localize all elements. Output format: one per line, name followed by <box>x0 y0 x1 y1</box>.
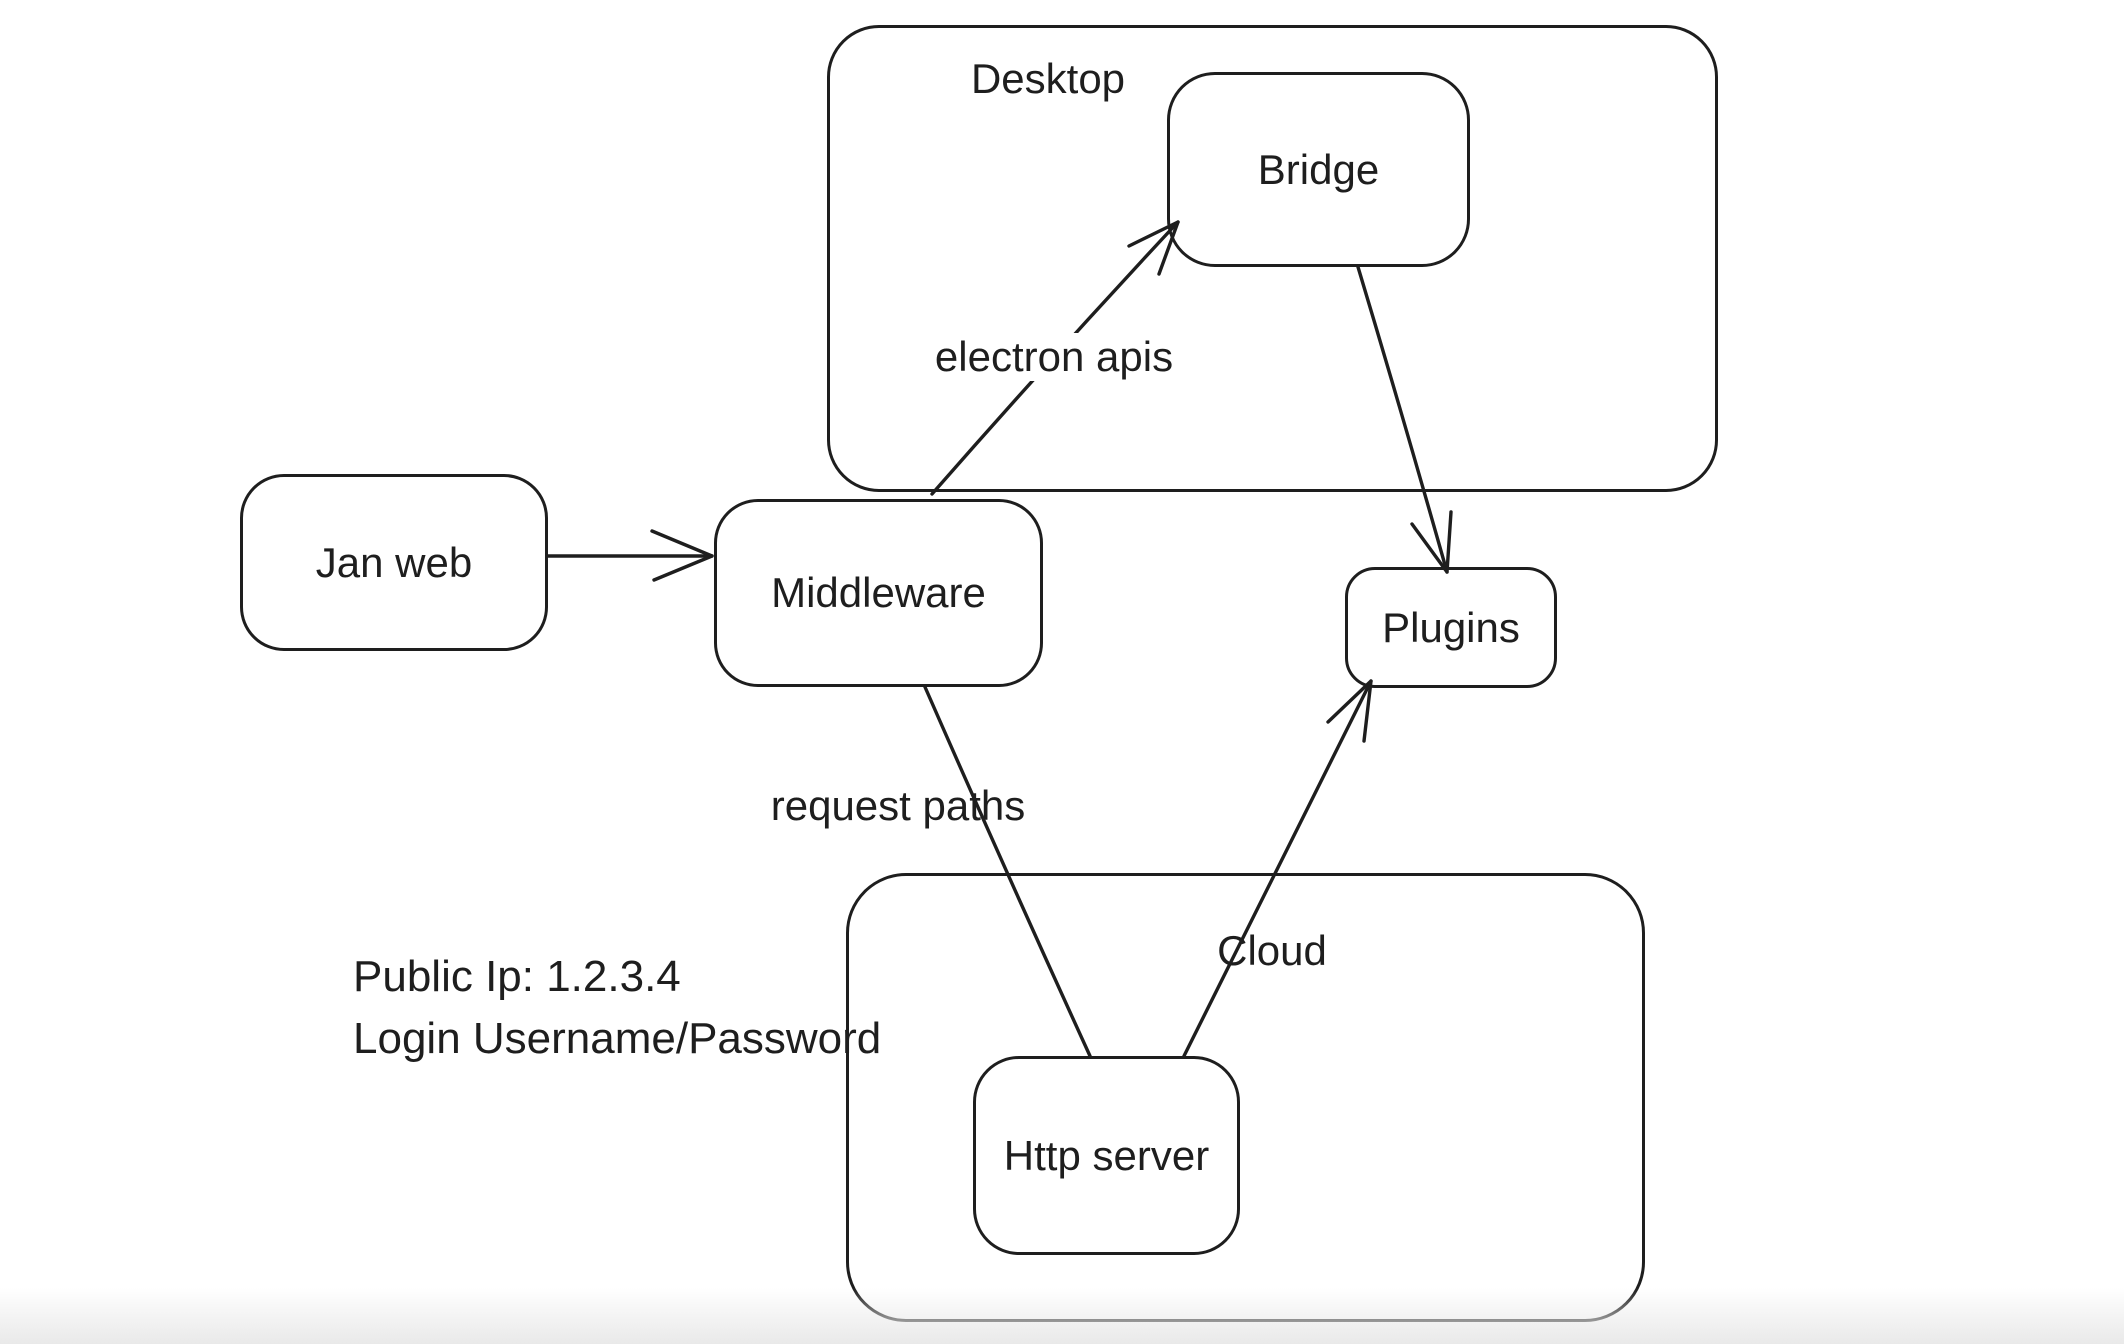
node-jan-web[interactable]: Jan web <box>240 474 548 651</box>
node-jan-web-label: Jan web <box>315 538 473 586</box>
node-bridge-label: Bridge <box>1257 145 1380 193</box>
arrow-jan-web-to-middleware[interactable] <box>546 529 714 582</box>
node-http-server[interactable]: Http server <box>973 1056 1240 1255</box>
edge-label-electron-apis[interactable]: electron apis <box>926 333 1182 381</box>
node-plugins[interactable]: Plugins <box>1345 567 1557 688</box>
edge-label-request-paths[interactable]: request paths <box>770 782 1026 829</box>
node-http-server-label: Http server <box>1003 1131 1210 1179</box>
frame-desktop-label[interactable]: Desktop <box>970 55 1126 102</box>
node-plugins-label: Plugins <box>1382 603 1520 651</box>
frame-desktop[interactable] <box>827 25 1718 492</box>
annotation-line-public-ip: Public Ip: 1.2.3.4 <box>353 952 681 1001</box>
node-middleware-label: Middleware <box>771 569 986 616</box>
node-bridge[interactable]: Bridge <box>1167 72 1470 267</box>
annotation-line-login: Login Username/Password <box>353 1014 882 1063</box>
frame-cloud-label[interactable]: Cloud <box>1217 927 1327 974</box>
annotation-text[interactable]: Public Ip: 1.2.3.4 Login Username/Passwo… <box>353 946 881 1070</box>
node-middleware[interactable]: Middleware <box>714 499 1043 687</box>
